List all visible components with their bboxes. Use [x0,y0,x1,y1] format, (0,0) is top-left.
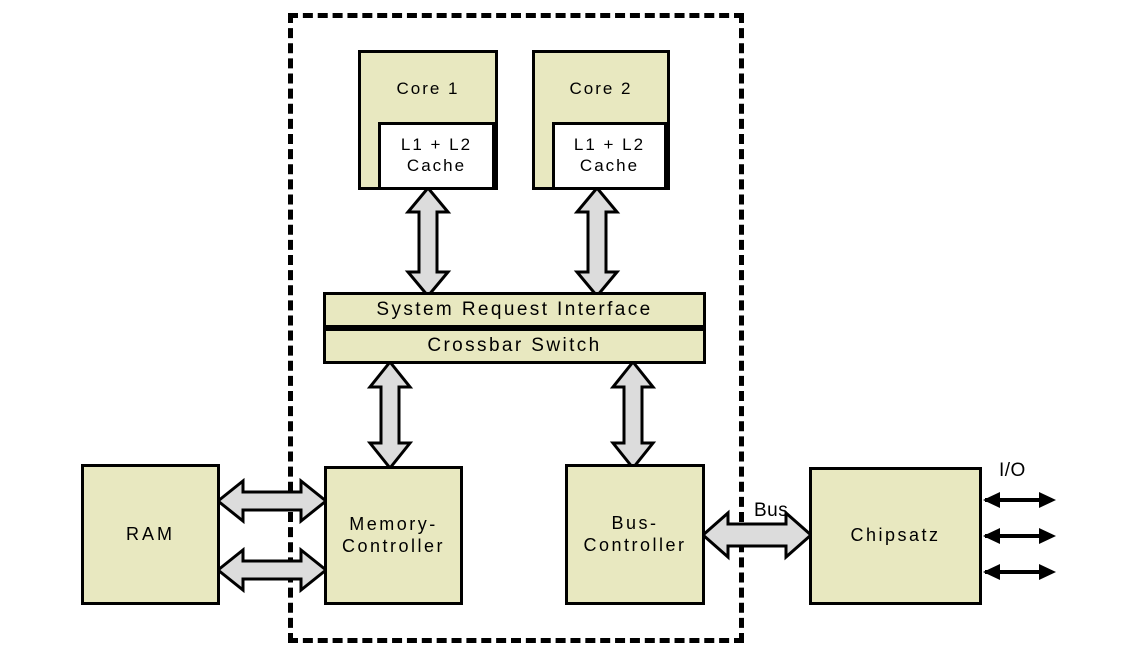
core-1-block[interactable]: Core 1 L1 + L2 Cache [358,50,498,190]
memory-controller-block[interactable]: Memory- Controller [324,466,463,605]
bus-controller-block[interactable]: Bus- Controller [565,464,705,605]
io-connection-label: I/O [999,460,1026,481]
arrow-crossbar-to-bus-controller [609,359,657,471]
io-arrow-3 [983,564,1056,580]
core-1-label: Core 1 [396,79,460,98]
core-1-cache-block[interactable]: L1 + L2 Cache [378,122,495,190]
io-arrow-1 [983,492,1056,508]
arrow-core2-to-sri [573,185,621,299]
io-arrow-2 [983,528,1056,544]
core-2-cache-block[interactable]: L1 + L2 Cache [552,122,667,190]
chipsatz-block[interactable]: Chipsatz [809,467,982,605]
arrow-ram-to-memory-controller-upper [215,477,329,525]
bus-connection-label: Bus [754,500,789,521]
arrow-ram-to-memory-controller-lower [215,546,329,594]
crossbar-switch-block[interactable]: Crossbar Switch [323,328,706,364]
ram-block[interactable]: RAM [81,464,220,605]
core-2-label: Core 2 [569,79,633,98]
system-request-interface-block[interactable]: System Request Interface [323,292,706,328]
arrow-core1-to-sri [404,185,452,299]
arrow-crossbar-to-memory-controller [366,359,414,471]
core-2-block[interactable]: Core 2 L1 + L2 Cache [532,50,670,190]
